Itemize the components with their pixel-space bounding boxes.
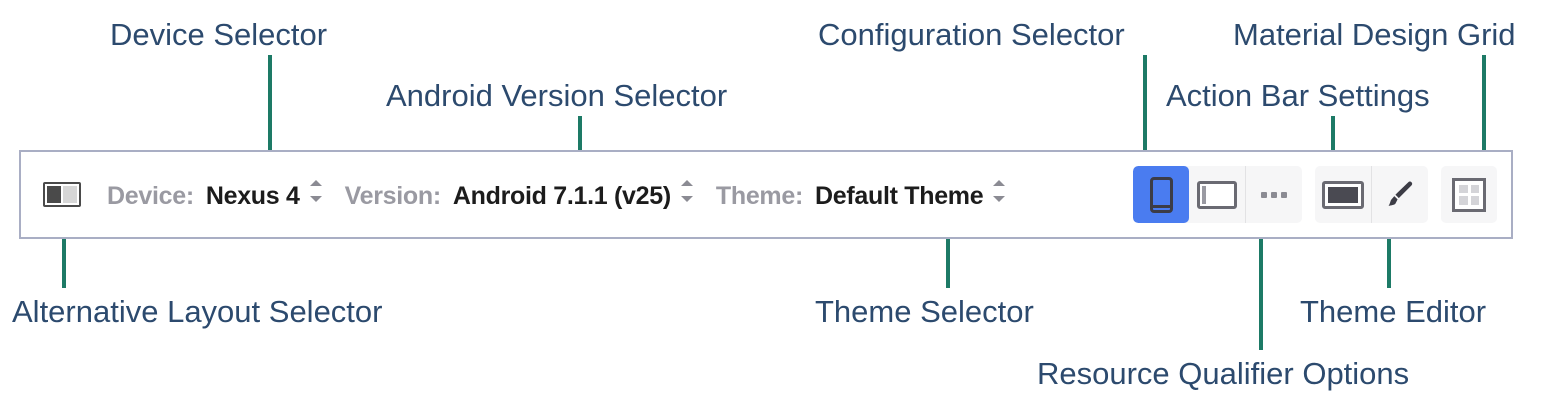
leader-line-device-selector xyxy=(268,55,272,151)
group-divider xyxy=(1371,166,1372,223)
version-stepper-icon[interactable] xyxy=(680,178,694,204)
phone-device-icon xyxy=(1149,176,1173,213)
configuration-toolbar: Device: Nexus 4 Version: Android 7.1.1 (… xyxy=(19,150,1513,239)
annotation-device-selector: Device Selector xyxy=(110,17,328,52)
group-divider xyxy=(1245,166,1246,223)
material-design-grid-icon xyxy=(1452,177,1486,212)
material-design-grid-button[interactable] xyxy=(1441,166,1497,223)
annotation-android-version-selector: Android Version Selector xyxy=(386,78,728,113)
leader-line-android-version-selector xyxy=(578,116,582,151)
device-stepper-icon[interactable] xyxy=(309,178,323,204)
landscape-layout-icon xyxy=(1197,180,1237,209)
alternative-layout-selector-button[interactable] xyxy=(43,182,81,208)
leader-line-resource-qualifier-options xyxy=(1259,238,1263,350)
configuration-selector-group xyxy=(1133,166,1302,223)
theme-value: Default Theme xyxy=(814,182,984,210)
annotation-action-bar-settings: Action Bar Settings xyxy=(1166,78,1430,113)
annotation-configuration-selector: Configuration Selector xyxy=(818,17,1125,52)
annotation-resource-qualifier-options: Resource Qualifier Options xyxy=(1037,356,1410,391)
leader-line-material-design-grid xyxy=(1482,55,1486,151)
alternative-layout-icon xyxy=(43,182,81,207)
more-options-icon xyxy=(1261,191,1287,198)
theme-label: Theme: xyxy=(715,182,803,210)
annotation-alternative-layout-selector: Alternative Layout Selector xyxy=(12,294,383,329)
leader-line-theme-selector xyxy=(946,238,950,288)
annotation-material-design-grid: Material Design Grid xyxy=(1233,17,1516,52)
action-bar-settings-button[interactable] xyxy=(1315,166,1371,223)
device-orientation-button[interactable] xyxy=(1133,166,1189,223)
resource-qualifier-options-button[interactable] xyxy=(1246,166,1302,223)
paintbrush-icon xyxy=(1388,181,1413,206)
device-value: Nexus 4 xyxy=(205,182,300,210)
action-bar-icon xyxy=(1322,180,1364,209)
leader-line-action-bar-settings xyxy=(1331,116,1335,151)
version-label: Version: xyxy=(344,182,442,210)
leader-line-configuration-selector xyxy=(1143,55,1147,151)
action-bar-theme-group xyxy=(1315,166,1428,223)
theme-editor-button[interactable] xyxy=(1372,166,1428,223)
version-value: Android 7.1.1 (v25) xyxy=(452,182,671,210)
device-label: Device: xyxy=(107,182,194,210)
material-design-grid-group xyxy=(1441,166,1497,223)
annotation-theme-selector: Theme Selector xyxy=(815,294,1034,329)
landscape-layout-button[interactable] xyxy=(1189,166,1245,223)
android-version-selector[interactable]: Version: Android 7.1.1 (v25) xyxy=(345,178,694,211)
leader-line-alternative-layout-selector xyxy=(62,238,66,288)
leader-line-theme-editor xyxy=(1387,238,1391,288)
device-selector[interactable]: Device: Nexus 4 xyxy=(107,178,323,211)
theme-stepper-icon[interactable] xyxy=(992,178,1006,204)
annotation-theme-editor: Theme Editor xyxy=(1300,294,1487,329)
theme-selector[interactable]: Theme: Default Theme xyxy=(716,178,1006,211)
